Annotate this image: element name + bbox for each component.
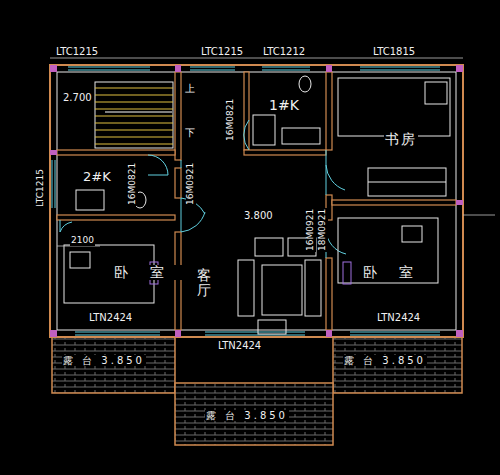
plan-label: 2.700 [62, 92, 93, 103]
plan-label: LTC1212 [262, 46, 306, 57]
plan-label: 16M0921 [306, 208, 316, 252]
plan-label: 3.800 [243, 210, 274, 221]
plan-label: LTC1215 [55, 46, 99, 57]
plan-label: 书房 [384, 132, 418, 147]
plan-label: 16M0821 [128, 162, 138, 206]
plan-label: 卧室 [113, 265, 187, 280]
plan-label: 客厅 [196, 268, 212, 299]
plan-label: 18M0921 [318, 208, 328, 252]
plan-label: 2100 [70, 236, 95, 246]
plan-label: LTN2424 [376, 312, 421, 323]
plan-label: LTC1815 [372, 46, 416, 57]
plan-label: 露 台 3.850 [62, 355, 146, 366]
plan-label: 2#K [82, 170, 112, 184]
plan-label: 上 [184, 83, 196, 94]
plan-label: 卧室 [362, 265, 436, 280]
plan-label: 露 台 3.850 [205, 410, 289, 421]
plan-label: 16M0821 [226, 98, 236, 142]
plan-label: 1#K [268, 98, 300, 113]
plan-label: LTN2424 [88, 312, 133, 323]
plan-label: 下 [184, 127, 196, 138]
plan-label: LTC1215 [200, 46, 244, 57]
plan-label: LTC1215 [36, 168, 46, 208]
plan-label: LTN2424 [217, 340, 262, 351]
plan-label: 露 台 3.850 [343, 355, 427, 366]
plan-label: 16M0921 [186, 162, 196, 206]
